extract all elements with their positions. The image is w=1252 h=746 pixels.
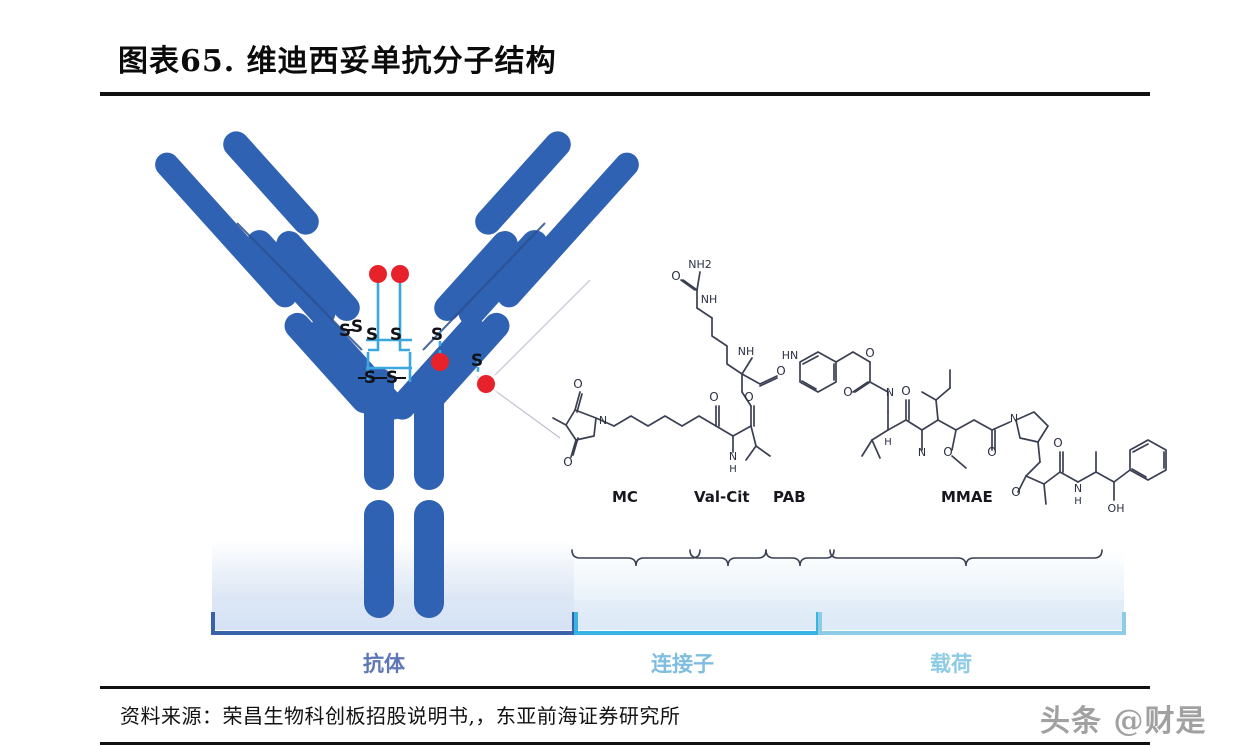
footer-divider-bottom [100, 742, 1150, 745]
category-bar-payload [818, 612, 1126, 635]
svg-text:NH2: NH2 [688, 258, 712, 271]
sulfur-labels: S S S S S S S S [339, 317, 483, 388]
svg-text:S: S [366, 325, 378, 345]
svg-text:H: H [729, 464, 737, 475]
svg-text:O: O [943, 445, 952, 459]
disulfide-bridges [366, 278, 480, 388]
conjugation-dot [477, 375, 495, 393]
svg-text:O: O [865, 346, 874, 360]
svg-text:H: H [884, 437, 892, 448]
chain-rod [276, 231, 360, 321]
title-divider [100, 92, 1150, 96]
chem-atom-labels: O O N O N H O NH O NH2 O NH HN O O N H O… [563, 258, 1124, 515]
svg-text:O: O [709, 390, 718, 404]
svg-text:S: S [364, 368, 376, 388]
svg-text:O: O [563, 455, 572, 469]
svg-text:S: S [471, 351, 483, 371]
mc-maleimide-group [552, 391, 734, 458]
svg-text:O: O [843, 385, 852, 399]
svg-text:O: O [987, 445, 996, 459]
chain-rod [364, 368, 394, 490]
chain-rod [364, 500, 394, 618]
chain-rod [284, 312, 378, 414]
chain-rod [414, 500, 444, 618]
background-panel [212, 430, 1124, 630]
chain-rod [458, 230, 548, 326]
chain-rod [497, 152, 639, 308]
svg-text:N: N [1010, 412, 1018, 425]
svg-text:N: N [886, 386, 894, 399]
chain-rod [434, 231, 518, 321]
valcit-group [680, 271, 778, 461]
svg-text:S: S [390, 325, 402, 345]
chain-rod [414, 368, 444, 490]
chem-label-val-cit: Val-Cit [694, 488, 750, 506]
conjugation-dot [369, 265, 387, 283]
svg-text:S: S [351, 317, 363, 337]
chain-rod [223, 131, 319, 235]
section-label-linker: 连接子 [651, 651, 714, 676]
svg-text:S: S [431, 325, 443, 345]
svg-text:S: S [339, 321, 351, 341]
chain-outline-accents [236, 222, 546, 351]
svg-text:O: O [671, 269, 680, 283]
footer-divider-top [100, 686, 1150, 689]
segment-brackets [571, 549, 1103, 567]
svg-text:O: O [901, 384, 910, 398]
svg-text:O: O [744, 390, 753, 404]
chem-label-pab: PAB [773, 488, 806, 506]
source-note: 资料来源：荣昌生物科创板招股说明书,，东亚前海证券研究所 [120, 704, 681, 728]
svg-text:N: N [599, 414, 607, 427]
section-label-antibody: 抗体 [363, 651, 405, 676]
antibody-structure [155, 131, 639, 618]
conjugation-dot [431, 353, 449, 371]
svg-text:H: H [1074, 496, 1082, 507]
chemical-structure [552, 271, 1167, 505]
svg-text:O: O [776, 364, 785, 378]
conjugation-dot [391, 265, 409, 283]
category-bars [211, 612, 1126, 635]
svg-text:N: N [1074, 482, 1082, 495]
svg-text:O: O [1011, 485, 1020, 499]
svg-text:N: N [729, 450, 737, 463]
disulfide-dashes [348, 329, 406, 379]
conjugation-sites [369, 265, 502, 400]
section-label-payload: 载荷 [930, 651, 972, 676]
svg-text:S: S [386, 368, 398, 388]
svg-text:N: N [918, 446, 926, 459]
svg-text:O: O [1053, 436, 1062, 450]
pab-group [799, 351, 889, 393]
chain-rod [475, 131, 571, 235]
svg-text:HN: HN [782, 349, 799, 362]
svg-text:O: O [573, 377, 582, 391]
chem-label-mmae: MMAE [941, 488, 993, 506]
page-title: 图表65. 维迪西妥单抗分子结构 [118, 44, 557, 79]
chain-rod [155, 152, 297, 308]
antibody-drug-conjugate-diagram: S S S S S S S S [0, 100, 1252, 690]
watermark: 头条 @财是 [1040, 704, 1207, 739]
mmae-group [861, 369, 1167, 505]
svg-text:NH: NH [701, 293, 718, 306]
svg-text:OH: OH [1108, 502, 1125, 515]
svg-text:NH: NH [738, 345, 755, 358]
chem-label-mc: MC [612, 488, 638, 506]
